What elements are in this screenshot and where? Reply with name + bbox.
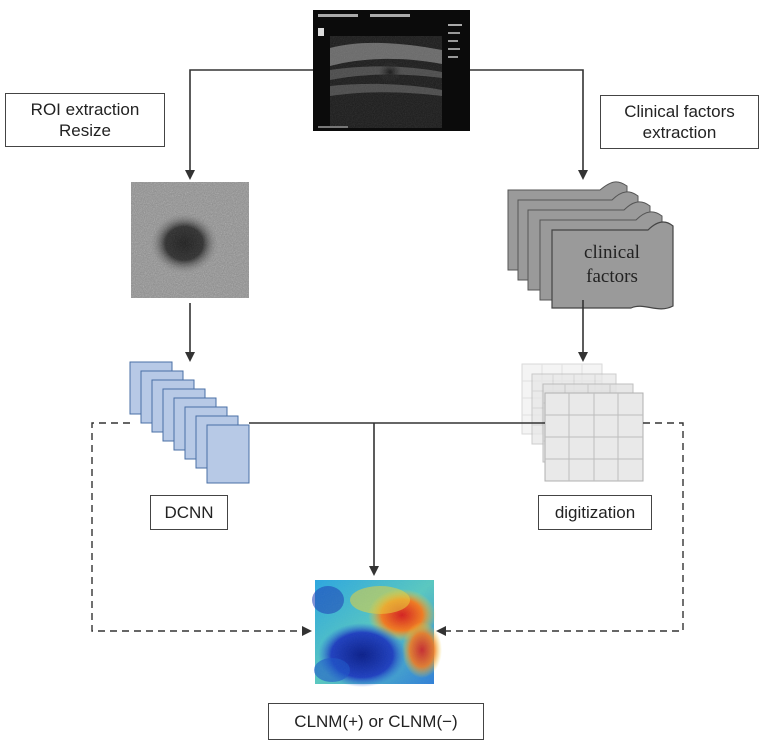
dcnn-text: DCNN: [164, 503, 214, 522]
clinical-factors-line1: Clinical factors: [624, 102, 735, 121]
dcnn-label: DCNN: [150, 495, 228, 530]
document-label-line1: clinical: [584, 242, 640, 263]
ultrasound-image-icon: [313, 10, 470, 131]
dashed-arrow-left: [91, 422, 312, 636]
roi-extraction-line1: ROI extraction: [30, 100, 140, 119]
clinical-factors-extraction-label: Clinical factors extraction: [600, 95, 759, 149]
arrow-to-roi: [185, 69, 313, 180]
output-label: CLNM(+) or CLNM(−): [268, 703, 484, 740]
document-label-line2: factors: [586, 266, 638, 287]
document-stack-icon: clinical factors: [507, 181, 674, 310]
heatmap-icon: [312, 580, 442, 687]
roi-extraction-line2: Resize: [59, 121, 111, 140]
arrow-to-clinical: [470, 69, 588, 180]
feature-map-stack-icon: [129, 361, 250, 484]
output-text: CLNM(+) or CLNM(−): [294, 712, 458, 731]
roi-extraction-label: ROI extraction Resize: [5, 93, 165, 147]
clinical-factors-line2: extraction: [642, 123, 717, 142]
dashed-arrow-right: [436, 422, 684, 636]
roi-patch-icon: [131, 182, 249, 298]
data-grid-stack-icon: [521, 363, 644, 482]
digitization-label: digitization: [538, 495, 652, 530]
digitization-text: digitization: [554, 503, 636, 522]
